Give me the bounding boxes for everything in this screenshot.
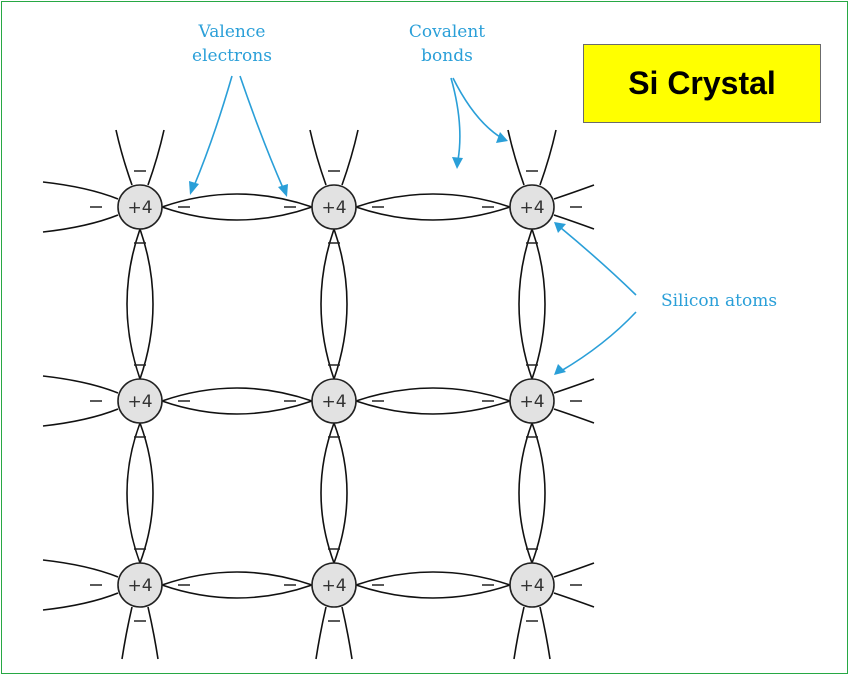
open-bond-top: [148, 130, 164, 185]
open-bond-right: [554, 563, 594, 577]
open-bond-right: [554, 379, 594, 393]
silicon-atoms-label: Silicon atoms: [661, 291, 777, 311]
covalent-arrow-lower: [451, 78, 460, 160]
covalent-bond: [321, 229, 347, 379]
silicon-atom-layer: +4 +4 +4 +4 +4 +4 +4 +4 +4: [118, 185, 554, 607]
atom-charge-label: +4: [321, 392, 346, 412]
open-bond-bottom: [316, 607, 326, 659]
covalent-label-line-2: bonds: [421, 46, 473, 66]
atom-charge-label: +4: [127, 198, 152, 218]
valence-arrowhead-right: [278, 184, 288, 197]
open-bond-bottom: [148, 607, 158, 659]
atom-charge-label: +4: [321, 198, 346, 218]
open-bond-bottom: [540, 607, 550, 659]
covalent-arrowhead-upper: [496, 132, 508, 143]
open-bond-top: [508, 130, 524, 185]
silicon-atom: +4: [510, 379, 554, 423]
open-bond-right: [554, 593, 594, 607]
atom-charge-label: +4: [127, 392, 152, 412]
open-bond-right: [554, 185, 594, 199]
open-bond-bottom: [514, 607, 524, 659]
atom-charge-label: +4: [321, 576, 346, 596]
title-box: Si Crystal: [583, 44, 821, 123]
covalent-bond: [127, 229, 153, 379]
open-bond-left: [43, 593, 118, 610]
valence-arrowhead-left: [189, 181, 199, 195]
open-bond-left: [43, 409, 118, 426]
open-bond-left: [43, 182, 118, 199]
open-bond-top: [540, 130, 556, 185]
silicon-atom: +4: [510, 563, 554, 607]
atom-charge-label: +4: [519, 392, 544, 412]
atom-charge-label: +4: [519, 198, 544, 218]
silicon-atom: +4: [510, 185, 554, 229]
open-bond-top: [310, 130, 326, 185]
covalent-bond: [127, 423, 153, 563]
silicon-arrow-lower: [561, 312, 636, 371]
silicon-atom: +4: [118, 563, 162, 607]
valence-arrow-right: [240, 76, 283, 188]
covalent-bond: [321, 423, 347, 563]
valence-label-line-1: Valence: [198, 22, 266, 42]
silicon-atom: +4: [312, 563, 356, 607]
open-bond-right: [554, 409, 594, 423]
open-bond-top: [116, 130, 132, 185]
open-bond-left: [43, 376, 118, 393]
valence-label-line-2: electrons: [192, 46, 272, 66]
open-bond-left: [43, 215, 118, 232]
covalent-bond: [519, 229, 545, 379]
open-bond-bottom: [342, 607, 352, 659]
silicon-atom: +4: [118, 379, 162, 423]
covalent-arrowhead-lower: [452, 157, 463, 169]
silicon-atom: +4: [118, 185, 162, 229]
silicon-atom: +4: [312, 379, 356, 423]
covalent-label-line-1: Covalent: [409, 22, 485, 42]
atom-charge-label: +4: [127, 576, 152, 596]
silicon-arrow-upper: [561, 228, 636, 295]
open-bond-left: [43, 560, 118, 577]
diagram-title: Si Crystal: [628, 65, 776, 102]
silicon-atom: +4: [312, 185, 356, 229]
open-bond-top: [342, 130, 358, 185]
covalent-bond: [519, 423, 545, 563]
atom-charge-label: +4: [519, 576, 544, 596]
valence-arrow-left: [194, 76, 232, 186]
open-bond-bottom: [122, 607, 132, 659]
